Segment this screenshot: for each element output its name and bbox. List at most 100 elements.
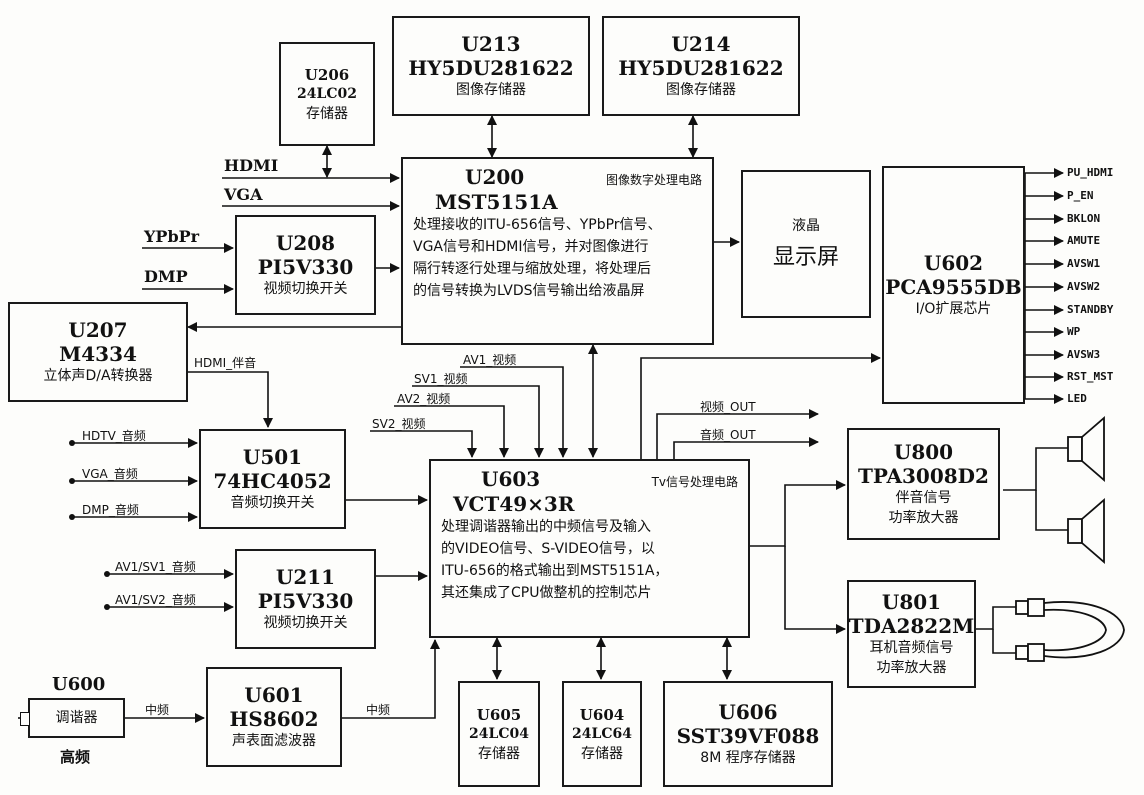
u800-speaker-line (1003, 447, 1068, 491)
io-label-rst-mst: RST_MST (1067, 370, 1114, 383)
speaker-icon (1067, 498, 1105, 564)
tuner-label: 调谐器 (55, 710, 98, 726)
block-desc: 8M 程序存储器 (700, 750, 796, 766)
block-id: U208 (275, 231, 336, 255)
block-desc: 图像存储器 (666, 82, 736, 98)
block-desc-line: 隔行转逐行处理与缩放处理，将处理后 (413, 261, 651, 277)
block-desc: 存储器 (581, 745, 623, 762)
u600-block: 调谐器 (28, 698, 125, 738)
io-label-bklon: BKLON (1067, 212, 1101, 225)
io-label-pu-hdmi: PU_HDMI (1067, 166, 1114, 179)
speaker-icon (1067, 416, 1105, 482)
u603-u602-line (640, 353, 881, 459)
block-id: U606 (718, 700, 778, 724)
block-part: HY5DU281622 (618, 56, 784, 80)
block-desc-line: 的信号转换为LVDS信号输出给液晶屏 (413, 283, 645, 299)
block-desc: 功率放大器 (876, 660, 947, 676)
block-id: U211 (275, 565, 336, 589)
block-desc: 音频切换开关 (230, 495, 315, 511)
video-out-label: 视频_OUT (700, 400, 756, 414)
u207-block: U207 M4334 立体声D/A转换器 (8, 302, 188, 402)
block-id: U604 (579, 705, 625, 724)
io-label-p-en: P_EN (1067, 189, 1094, 202)
block-id: U206 (304, 65, 350, 84)
block-id: U801 (881, 590, 942, 614)
block-part: VCT49×3R (453, 492, 575, 516)
block-desc-line: ITU-656的格式输出到MST5151A， (441, 563, 669, 579)
block-part: TDA2822M (848, 614, 975, 638)
u206-block: U206 24LC02 存储器 (279, 42, 375, 146)
io-label-led: LED (1067, 392, 1087, 405)
audio-out-label: 音频_OUT (700, 428, 756, 442)
dmp-input-label: DMP (144, 267, 188, 286)
io-label-avsw2: AVSW2 (1067, 280, 1101, 293)
u600-id: U600 (52, 674, 106, 695)
block-desc: 图像存储器 (456, 82, 526, 98)
u501-block: U501 74HC4052 音频切换开关 (199, 429, 346, 529)
u600-rf-label: 高频 (60, 748, 91, 766)
u801-headphone-line (976, 606, 1016, 630)
block-desc-line: VGA信号和HDMI信号，并对图像进行 (413, 239, 649, 255)
u601-block: U601 HS8602 声表面滤波器 (206, 667, 342, 767)
block-title: Tv信号处理电路 (651, 475, 738, 489)
block-id: U501 (242, 445, 303, 469)
dmp-audio-terminal (69, 514, 75, 520)
u604-block: U604 24LC64 存储器 (562, 681, 642, 787)
av1sv2-audio-label: AV1/SV2_音频 (115, 593, 196, 607)
hdmi-audio-label: HDMI_伴音 (194, 356, 257, 370)
av1sv1-audio-terminal (104, 571, 110, 577)
av1sv2-audio-terminal (104, 604, 110, 610)
block-desc: 声表面滤波器 (232, 733, 316, 749)
block-part: 24LC02 (297, 85, 357, 102)
u606-block: U606 SST39VF088 8M 程序存储器 (663, 681, 833, 787)
block-id: U603 (481, 467, 541, 491)
block-part: 24LC04 (469, 725, 529, 742)
u605-block: U605 24LC04 存储器 (458, 681, 540, 787)
sv2-video-line (370, 430, 477, 458)
hdtv-audio-terminal (69, 440, 75, 446)
io-label-wp: WP (1067, 325, 1081, 338)
block-desc-line: 处理接收的ITU-656信号、YPbPr信号、 (413, 217, 662, 233)
block-desc: 立体声D/A转换器 (43, 368, 153, 384)
block-id: U200 (465, 165, 525, 189)
hdtv-audio-label: HDTV_音频 (82, 429, 146, 443)
lcd-label: 液晶 (792, 218, 820, 234)
block-title: 图像数字处理电路 (605, 173, 702, 187)
block-desc: 视频切换开关 (263, 615, 348, 631)
block-desc: 伴音信号 (895, 490, 952, 506)
block-part: PCA9555DB (885, 275, 1022, 299)
u601-u603-line (342, 639, 440, 719)
u800-block: U800 TPA3008D2 伴音信号 功率放大器 (847, 428, 1000, 540)
block-id: U602 (923, 251, 984, 275)
if-label: 中频 (145, 703, 170, 717)
dmp-audio-label: DMP_音频 (82, 503, 139, 517)
u208-block: U208 PI5V330 视频切换开关 (235, 215, 376, 315)
block-part: TPA3008D2 (858, 464, 989, 488)
vga-audio-terminal (69, 478, 75, 484)
u603-block: U603 Tv信号处理电路 VCT49×3R 处理调谐器输出的中频信号及输入 的… (429, 459, 750, 638)
antenna-jack-icon (20, 712, 30, 726)
u602-block: U602 PCA9555DB I/O扩展芯片 (882, 166, 1025, 404)
io-label-amute: AMUTE (1067, 234, 1101, 247)
io-label-avsw3: AVSW3 (1067, 348, 1101, 361)
u200-block: U200 图像数字处理电路 MST5151A 处理接收的ITU-656信号、YP… (401, 157, 714, 345)
u213-block: U213 HY5DU281622 图像存储器 (392, 16, 590, 116)
block-id: U213 (461, 32, 521, 56)
block-part: HY5DU281622 (408, 56, 574, 80)
lcd-block: 液晶 显示屏 (741, 170, 871, 318)
vga-input-label: VGA (224, 185, 263, 204)
av1-video-line (460, 366, 568, 458)
u603-amp-line (750, 480, 846, 547)
block-id: U605 (476, 705, 522, 724)
io-label-avsw1: AVSW1 (1067, 257, 1101, 270)
av2-video-label: AV2_视频 (397, 392, 451, 406)
block-id: U601 (244, 683, 304, 707)
block-part: M4334 (59, 342, 137, 366)
block-desc: 功率放大器 (888, 510, 959, 526)
block-part: PI5V330 (257, 255, 354, 279)
block-desc-line: 其还集成了CPU做整机的控制芯片 (441, 585, 652, 601)
lcd-label: 显示屏 (772, 245, 839, 270)
vga-audio-label: VGA_音频 (82, 467, 138, 481)
sv2-video-label: SV2_视频 (372, 417, 426, 431)
